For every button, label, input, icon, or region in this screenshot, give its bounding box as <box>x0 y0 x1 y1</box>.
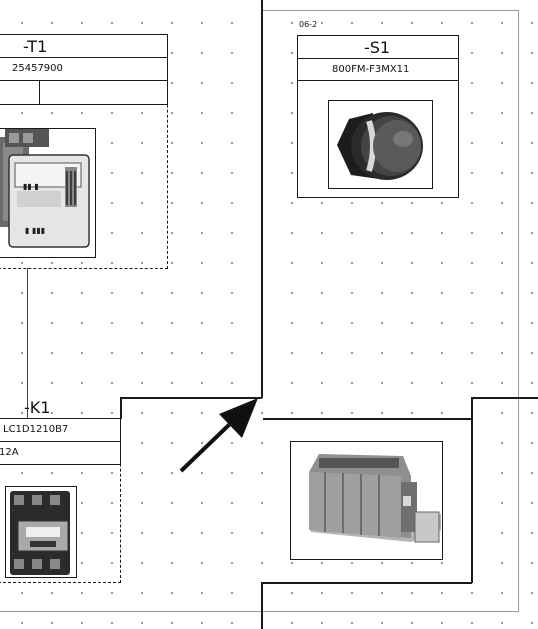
k1-wire-stub <box>27 394 28 419</box>
s1-image-frame[interactable] <box>328 100 433 189</box>
sheet-border-bottom <box>0 611 519 612</box>
t1-part-box[interactable]: 25457900 <box>0 57 168 81</box>
terminal-block-icon <box>309 454 441 543</box>
arrow-up-right-icon <box>179 398 258 473</box>
s1-part-number: 800FM-F3MX11 <box>332 64 410 75</box>
k1-tag-label: -K1 <box>24 398 51 417</box>
k1-rating-box[interactable]: 12A <box>0 441 121 465</box>
sheet-reference: 06-2 <box>299 20 318 29</box>
k1-part-box[interactable]: LC1D1210B7 <box>0 418 121 442</box>
t1-part-number: 25457900 <box>12 63 63 74</box>
region-line-right-vertical <box>471 397 473 583</box>
region-line-left-vertical <box>120 397 122 419</box>
s1-part-box[interactable]: 800FM-F3MX11 <box>297 58 459 81</box>
svg-text:▮▮ ▮: ▮▮ ▮ <box>23 182 39 191</box>
sheet-border-top <box>263 10 519 11</box>
t1-image-frame[interactable]: ▮▮ ▮ ▮ ▮▮▮ <box>0 128 96 258</box>
s1-tag-label: -S1 <box>364 38 391 57</box>
column-divider-bottom <box>261 582 263 629</box>
region-line-left-top <box>120 397 262 399</box>
k1-image-frame[interactable] <box>5 486 77 578</box>
contactor-icon <box>10 491 70 575</box>
sheet-border-right <box>518 10 519 612</box>
k1-part-number: LC1D1210B7 <box>3 424 69 435</box>
region-line-right-top <box>471 397 538 399</box>
transformer-icon: ▮▮ ▮ ▮ ▮▮▮ <box>0 129 90 248</box>
t1-connection-wire <box>27 268 28 398</box>
t1-tag-box[interactable]: -T1 <box>0 34 168 58</box>
region-line-bottom <box>263 582 472 584</box>
push-button-icon <box>337 112 423 180</box>
svg-text:▮ ▮▮▮: ▮ ▮▮▮ <box>25 226 45 235</box>
column-divider-top <box>261 0 263 398</box>
terminal-block-image-frame[interactable] <box>290 441 443 560</box>
t1-tag-label: -T1 <box>23 37 48 56</box>
t1-attribute-divider <box>39 80 40 105</box>
region-line-mid-h <box>263 418 472 420</box>
t1-attribute-box[interactable] <box>0 80 168 105</box>
k1-device-outline[interactable] <box>0 418 121 583</box>
k1-rating: 12A <box>0 447 19 458</box>
s1-tag-box[interactable]: -S1 <box>297 35 459 59</box>
